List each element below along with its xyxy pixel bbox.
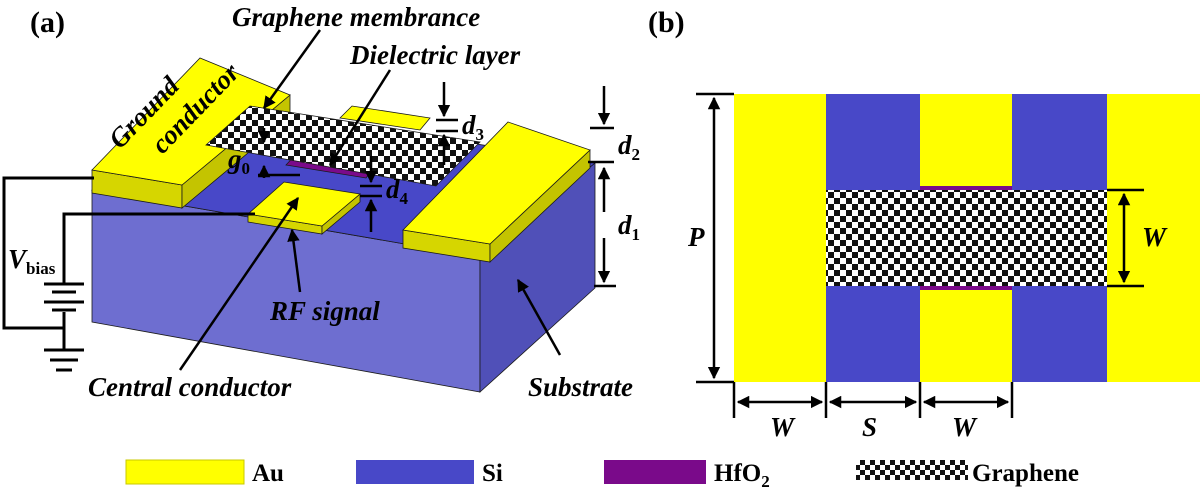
- central-leader-arrow: [178, 196, 300, 371]
- ground-conductor-right: [402, 121, 591, 263]
- central-conductor-label: Central conductor: [88, 372, 292, 402]
- legend-hfo2-label: HfO2: [714, 460, 770, 491]
- g0-label: g0: [227, 144, 250, 178]
- p-dimension: [696, 92, 734, 384]
- d4-marker: [360, 156, 382, 232]
- legend-au-swatch: [125, 459, 245, 485]
- dielectric-leader-arrow: [328, 69, 392, 167]
- rf-leader-arrow: [287, 228, 302, 293]
- graphene-membrane-label: Graphene membrance: [232, 2, 480, 32]
- panel-a: (a) Graphene membrance Dielectric layer …: [2, 2, 640, 402]
- legend-hfo2-swatch: [604, 460, 706, 484]
- substrate-label: Substrate: [528, 372, 633, 402]
- legend: Au Si HfO2 Graphene: [125, 459, 1079, 491]
- legend-au-label: Au: [252, 460, 284, 487]
- bias-circuit: [2, 176, 255, 372]
- graphene-leader-arrow: [262, 29, 322, 110]
- p-label: P: [687, 222, 705, 252]
- au-strip-left: [734, 94, 826, 382]
- rf-signal-label: RF signal: [269, 296, 380, 326]
- bottom-dimensions: [732, 382, 1014, 418]
- vbias-label: Vbias: [8, 244, 56, 278]
- ground-symbol-icon: [44, 348, 84, 372]
- central-conductor-front: [247, 181, 361, 235]
- panel-b: (b) P W: [648, 6, 1200, 442]
- w-vertical-dimension: [1107, 188, 1144, 288]
- panel-b-label: (b): [648, 6, 685, 39]
- d1-label: d1: [618, 210, 640, 244]
- w-label-right: W: [952, 412, 978, 442]
- w-label-vertical: W: [1142, 222, 1168, 252]
- panel-a-label: (a): [30, 6, 65, 39]
- graphene-top-view: [826, 190, 1107, 286]
- substrate-leader-arrow: [516, 278, 562, 356]
- dielectric-layer-label: Dielectric layer: [349, 40, 521, 70]
- d3-marker: [436, 82, 458, 165]
- legend-si-label: Si: [482, 460, 503, 487]
- d2-label: d2: [618, 130, 640, 164]
- legend-graphene-swatch: [856, 460, 968, 480]
- w-label-left: W: [770, 412, 796, 442]
- hfo2-edge-top: [920, 186, 1012, 190]
- g0-marker: [257, 128, 300, 178]
- legend-graphene-label: Graphene: [972, 460, 1079, 487]
- legend-si-swatch: [356, 460, 474, 484]
- d1-marker: [594, 166, 616, 288]
- d4-label: d4: [386, 174, 409, 208]
- d2-marker: [588, 86, 614, 164]
- battery-icon: [44, 282, 84, 312]
- hfo2-edge-bottom: [920, 286, 1012, 290]
- s-label: S: [862, 412, 877, 442]
- d3-label: d3: [462, 110, 484, 144]
